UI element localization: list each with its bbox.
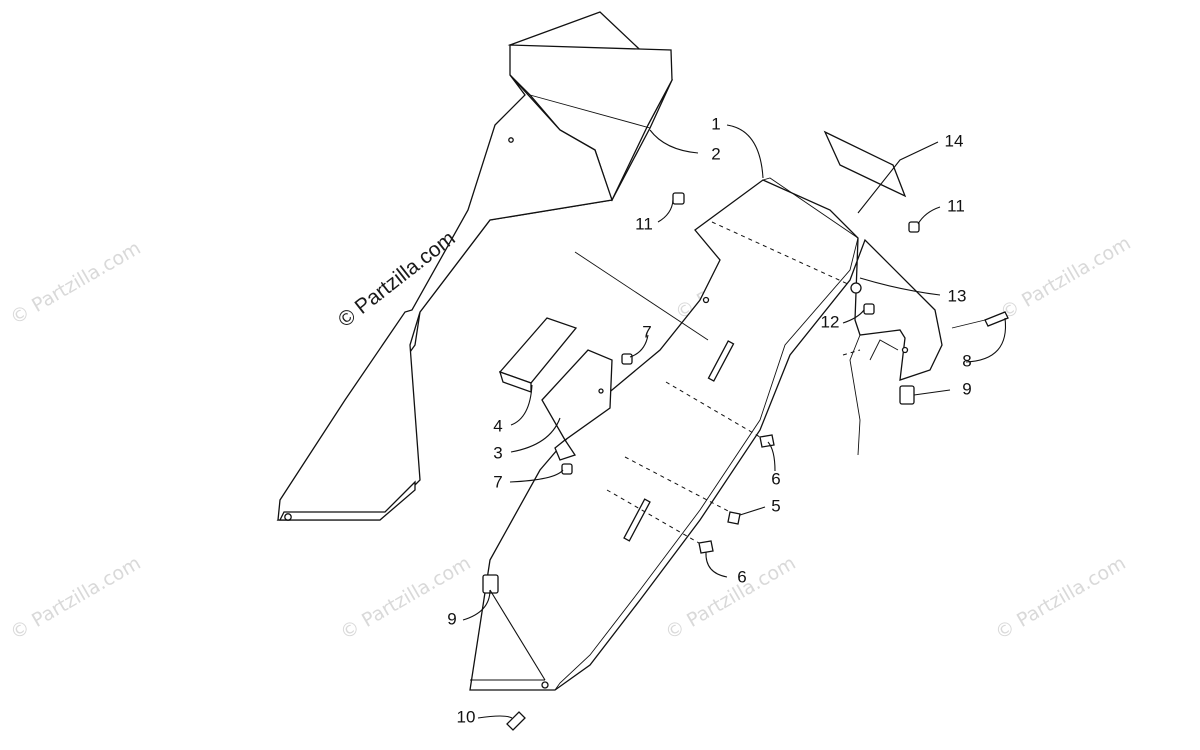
part-9-clip: [482, 574, 499, 594]
part-11-nut: [908, 221, 920, 233]
part-11-nut: [672, 192, 685, 205]
watermark-tile: © Partzilla.com: [997, 232, 1135, 324]
callout-10: 10: [457, 707, 476, 726]
callout-8: 8: [962, 351, 971, 370]
hardware: [482, 192, 1009, 731]
part-7-nut: [621, 353, 633, 365]
part-3-bracket: [541, 349, 613, 461]
part-4-bracket: [498, 317, 578, 393]
callout-3: 3: [493, 443, 502, 462]
callout-13: 13: [948, 286, 967, 305]
part-1-chain-guard: [469, 177, 943, 691]
callout-1: 1: [711, 114, 720, 133]
callout-9: 9: [962, 379, 971, 398]
assembly-lines: [574, 221, 986, 544]
part-2-foam-pad: [276, 11, 674, 521]
part-14-decal: [823, 130, 907, 198]
watermark-tile: © Partzilla.com: [337, 552, 475, 644]
watermark-tile: © Partzilla.com: [7, 237, 145, 329]
part-10-screw: [506, 711, 526, 731]
callout-7: 7: [493, 472, 502, 491]
watermark-tile: © Partzilla.com: [7, 552, 145, 644]
callout-9: 9: [447, 609, 456, 628]
watermark-tile: © Partzilla.com: [662, 552, 800, 644]
callouts: 1 2 14 11 11 13 12 7 8 9 4 3 7 6 5 6 9 1…: [447, 114, 971, 726]
callout-12: 12: [821, 312, 840, 331]
part-5-rivet: [727, 511, 741, 525]
part-8-bolt: [984, 311, 1009, 327]
callout-11: 11: [635, 214, 653, 233]
callout-6: 6: [771, 469, 780, 488]
part-7-nut: [561, 463, 573, 475]
part-13-screw: [850, 282, 862, 294]
callout-11: 11: [947, 196, 965, 215]
part-12-nut: [863, 303, 875, 315]
watermark-tile: © Partzilla.com: [992, 552, 1130, 644]
part-9-clip: [899, 385, 915, 405]
leader-lines: [462, 124, 1007, 719]
callout-2: 2: [711, 144, 720, 163]
callout-6: 6: [737, 567, 746, 586]
part-6-screw: [759, 434, 775, 448]
callout-7: 7: [642, 322, 651, 341]
callout-5: 5: [771, 496, 780, 515]
callout-4: 4: [493, 416, 502, 435]
callout-14: 14: [945, 131, 964, 150]
part-6-screw: [698, 540, 714, 554]
